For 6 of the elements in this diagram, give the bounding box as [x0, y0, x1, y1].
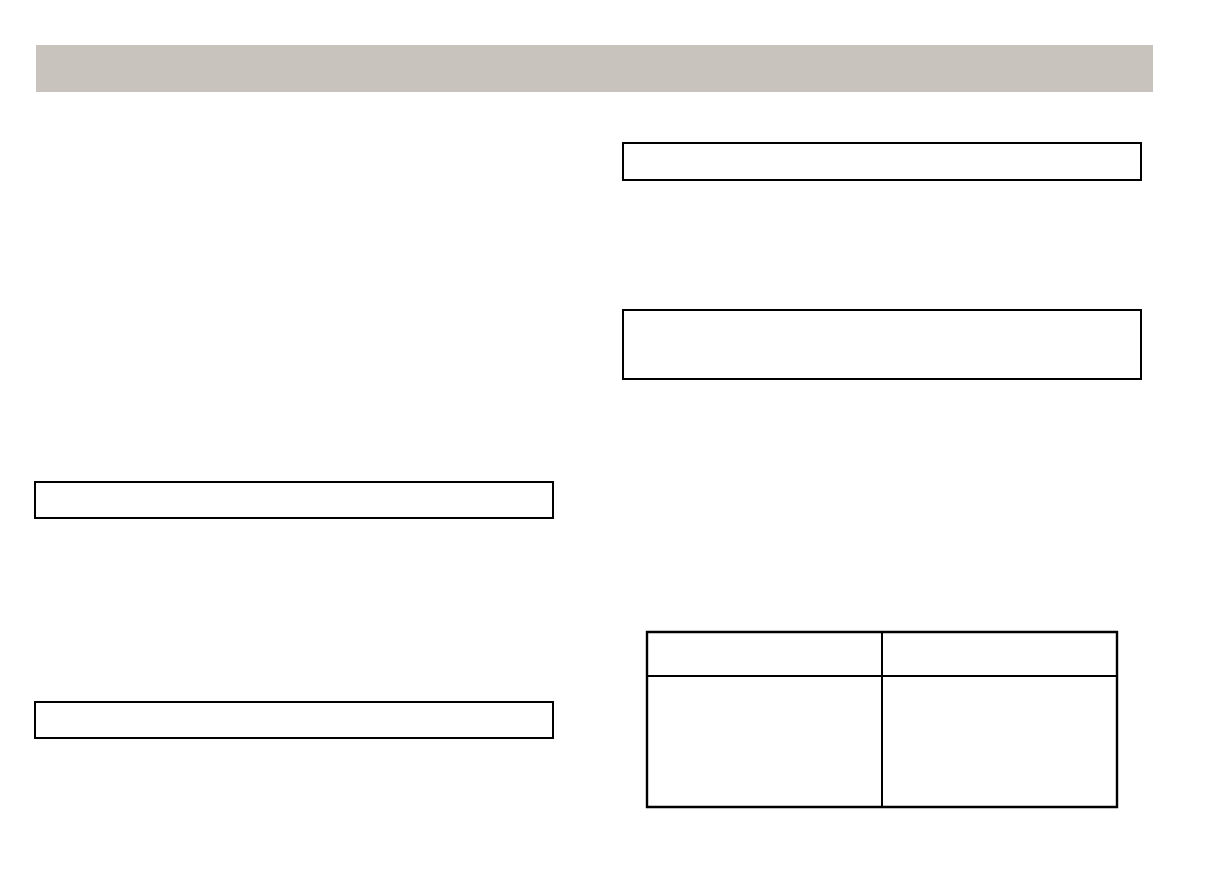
outlined-box [622, 309, 1142, 380]
outlined-box [34, 701, 554, 739]
outlined-box [622, 142, 1142, 181]
empty-table [645, 630, 1119, 809]
outlined-box [34, 481, 554, 519]
header-band [36, 45, 1153, 92]
